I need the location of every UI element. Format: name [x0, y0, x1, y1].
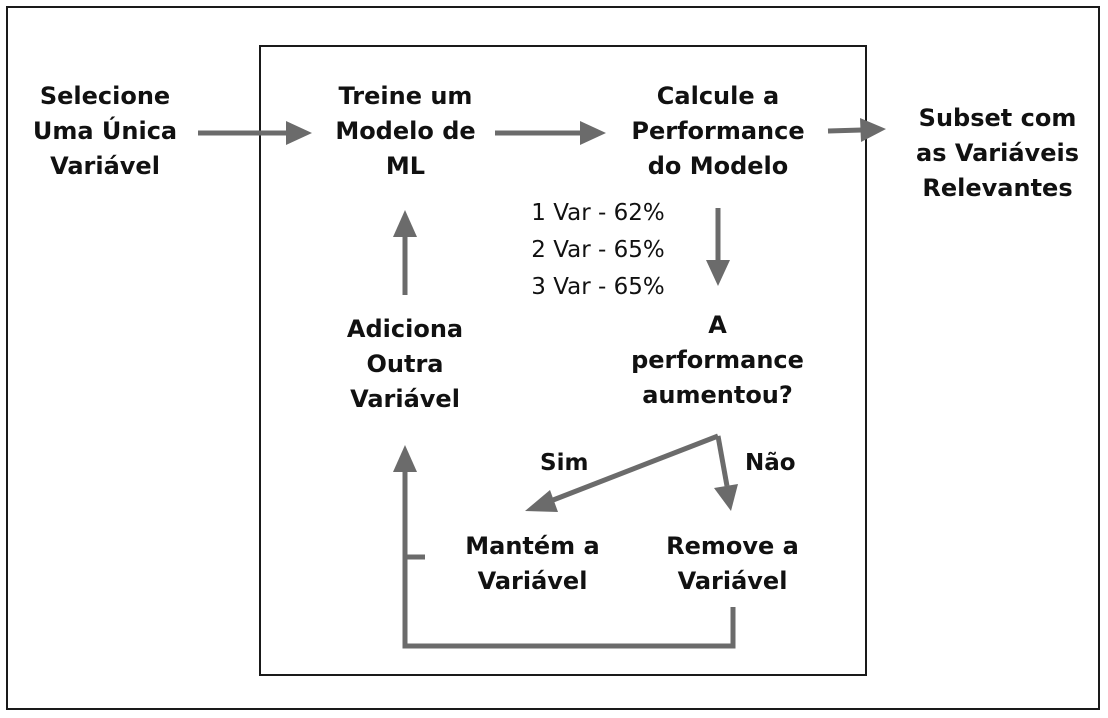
- arrow-question-to-remove: [714, 435, 738, 511]
- branch-label-no: Não: [745, 450, 796, 476]
- node-subset-relevant-variables: Subset com as Variáveis Relevantes: [916, 104, 1079, 202]
- process-box: [259, 45, 867, 676]
- performance-note-3: 3 Var - 65%: [531, 274, 665, 300]
- arrow-add-to-train: [393, 210, 417, 295]
- node-train-ml-model: Treine um Modelo de ML: [335, 82, 476, 180]
- node-keep-variable: Mantém a Variável: [465, 532, 600, 595]
- performance-note-2: 2 Var - 65%: [531, 237, 665, 263]
- outer-frame: [6, 6, 1100, 710]
- node-remove-variable: Remove a Variável: [666, 532, 799, 595]
- arrow-select-to-train: [198, 121, 312, 145]
- node-calculate-performance: Calcule a Performance do Modelo: [631, 82, 805, 180]
- node-add-another-variable: Adiciona Outra Variável: [346, 315, 464, 413]
- arrow-train-to-calc: [495, 121, 606, 145]
- arrow-calc-to-subset: [827, 118, 886, 142]
- node-performance-question: A performance aumentou?: [631, 311, 804, 409]
- branch-label-yes: Sim: [540, 450, 589, 476]
- arrow-calc-to-question: [706, 208, 730, 286]
- performance-note-1: 1 Var - 62%: [531, 200, 665, 226]
- node-select-single-variable: Selecione Uma Única Variável: [32, 82, 178, 180]
- arrow-question-to-keep: [525, 433, 719, 512]
